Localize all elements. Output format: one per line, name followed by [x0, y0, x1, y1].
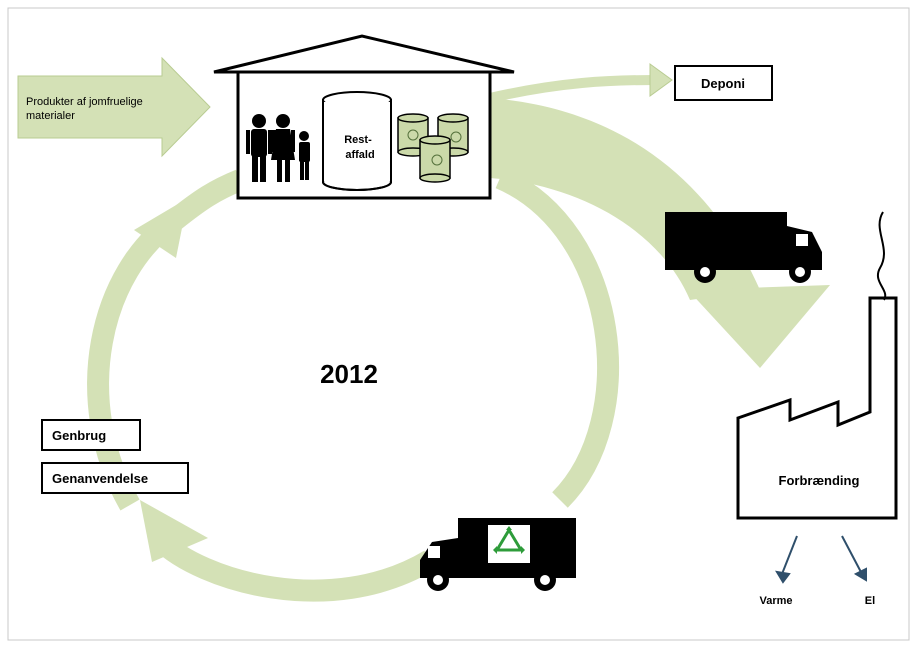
recycle-mark-icon	[407, 129, 462, 166]
incineration-plant	[736, 296, 898, 520]
output-arrows	[775, 535, 867, 584]
input-label-line2: materialer	[26, 110, 75, 122]
house-roof	[213, 34, 515, 74]
loop-top-connector	[168, 169, 245, 229]
family-icon	[246, 114, 310, 182]
residual-waste-bin	[322, 91, 392, 191]
reuse-label: Genbrug	[52, 428, 106, 443]
recycle-label: Genanvendelse	[52, 471, 148, 486]
reuse-box	[41, 419, 141, 451]
sorting-bins	[397, 113, 469, 183]
recycle-box	[41, 462, 189, 494]
electricity-label: El	[865, 595, 875, 607]
loop-arrowhead-bottom	[140, 500, 208, 562]
landfill-box	[674, 65, 773, 101]
heat-label: Varme	[759, 595, 792, 607]
input-label-line1: Produkter af jomfruelige	[26, 96, 143, 108]
bin-label-line2: affald	[345, 149, 374, 161]
smoke-icon	[877, 211, 887, 301]
input-arrow	[17, 56, 211, 158]
landfill-label: Deponi	[701, 76, 745, 91]
loop-bottom-arc	[152, 531, 436, 602]
landfill-flow	[488, 75, 656, 103]
recycle-symbol-icon	[493, 526, 525, 554]
recycling-truck-icon	[420, 518, 576, 591]
year-label: 2012	[320, 359, 378, 389]
waste-truck-icon	[665, 212, 822, 283]
loop-right-arc	[495, 167, 619, 508]
incineration-label: Forbrænding	[779, 473, 860, 488]
bin-label-line1: Rest-	[344, 134, 372, 146]
landfill-arrowhead	[649, 63, 673, 97]
incineration-arrowhead	[688, 285, 830, 368]
frame	[7, 7, 910, 641]
